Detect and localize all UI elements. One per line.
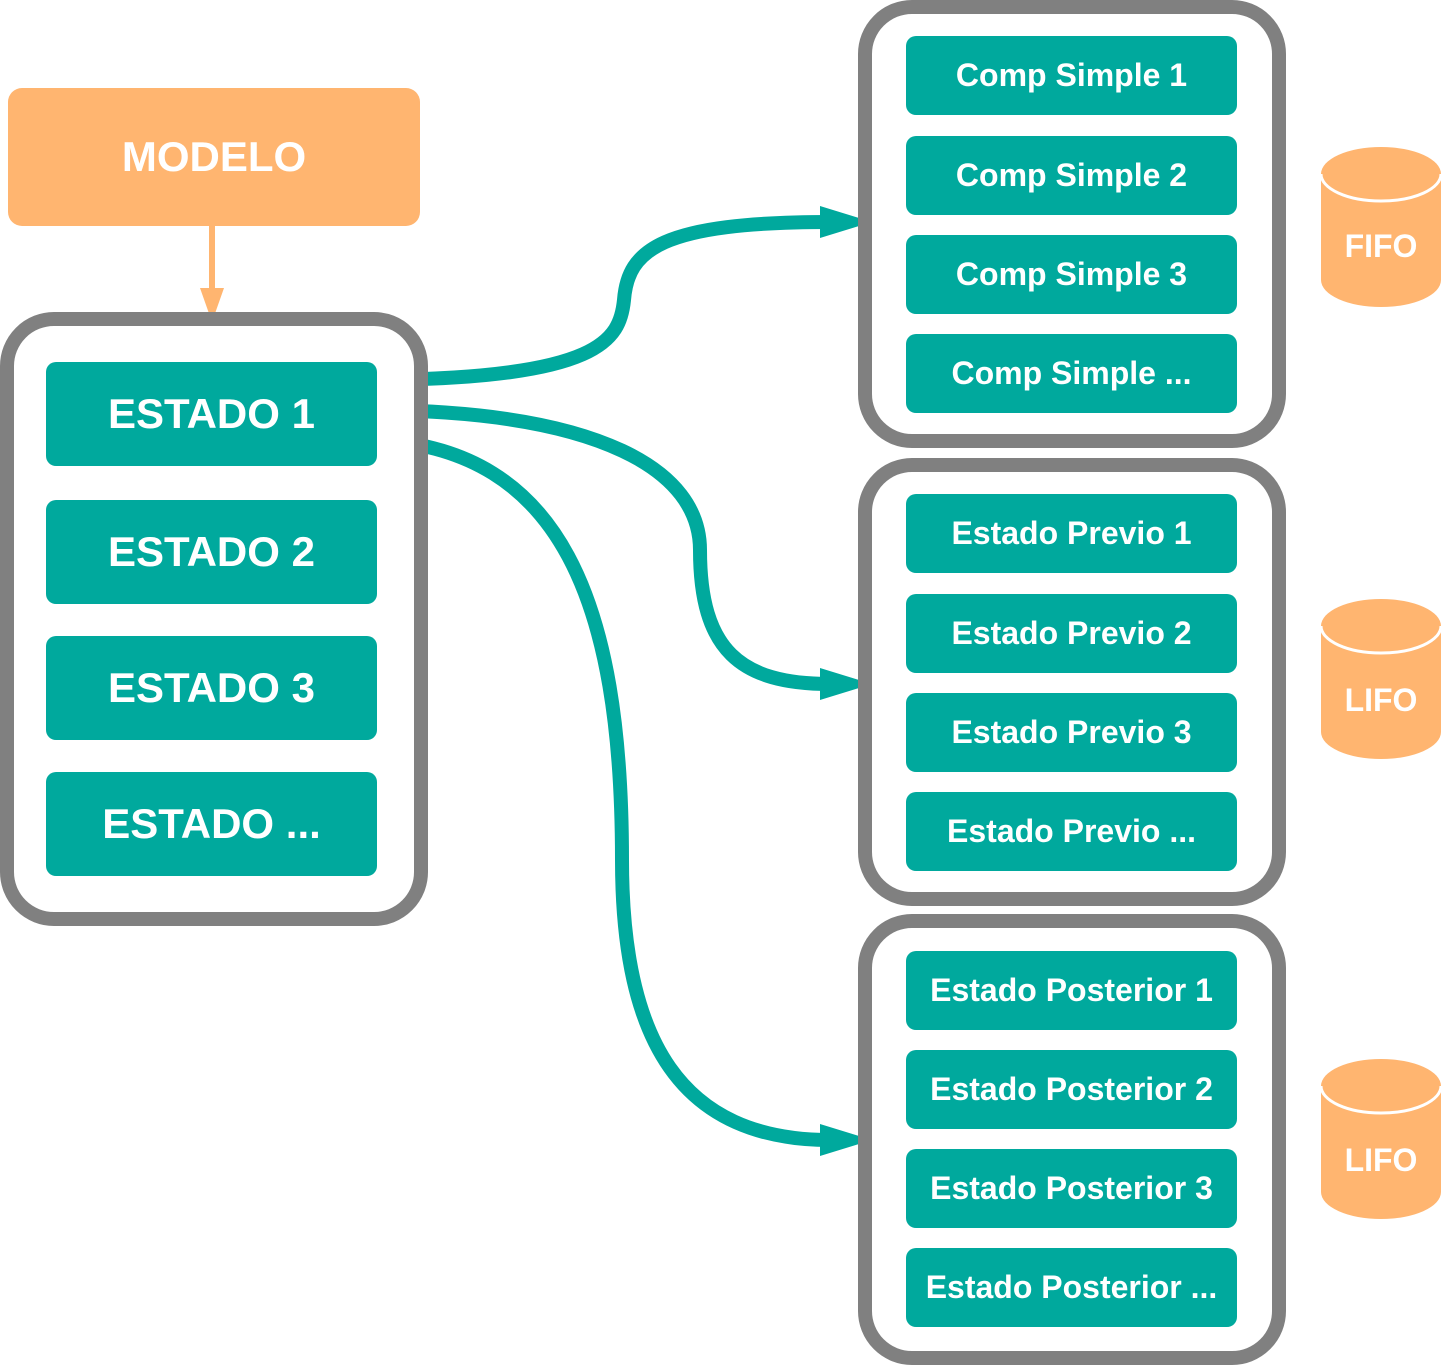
estado-posterior-1-box: Estado Posterior 1 [906,951,1237,1030]
estado-posterior-arrowhead [820,1124,872,1156]
modelo-box: MODELO [8,88,420,226]
estado-more-box: ESTADO ... [46,772,377,876]
comp-simple-2-box: Comp Simple 2 [906,136,1237,215]
estado-posterior-3-box: Estado Posterior 3 [906,1149,1237,1228]
modelo-arrowhead [200,288,224,322]
lifo-cylinder-icon [1319,1059,1443,1219]
lifo-label: LIFO [1344,682,1418,718]
comp-simple-1-box: Comp Simple 1 [906,36,1237,115]
estado-previo-2-box: Estado Previo 2 [906,594,1237,673]
estado-previo-more-box: Estado Previo ... [906,792,1237,871]
estado-previo-arrowhead [820,668,872,700]
comp-simple-3-box: Comp Simple 3 [906,235,1237,314]
estado-1-box: ESTADO 1 [46,362,377,466]
estado-posterior-2-box: Estado Posterior 2 [906,1050,1237,1129]
estado1-to-comp-simple-arrow [377,215,831,387]
comp-simple-more-box: Comp Simple ... [906,334,1237,413]
lifo-cylinder-icon [1319,599,1443,759]
estado-previo-3-box: Estado Previo 3 [906,693,1237,772]
estado1-to-estado-previo-arrow [377,403,831,691]
modelo-label: MODELO [121,133,307,180]
lifo-label: LIFO [1344,1142,1418,1178]
estado-3-box: ESTADO 3 [46,636,377,740]
fifo-cylinder-icon [1319,147,1443,307]
estado-previo-1-box: Estado Previo 1 [906,494,1237,573]
fifo-label: FIFO [1344,228,1418,264]
estado1-to-estado-posterior-arrow [377,433,831,1147]
estado-2-box: ESTADO 2 [46,500,377,604]
comp-simple-arrowhead [820,206,872,238]
estado-posterior-more-box: Estado Posterior ... [906,1248,1237,1327]
